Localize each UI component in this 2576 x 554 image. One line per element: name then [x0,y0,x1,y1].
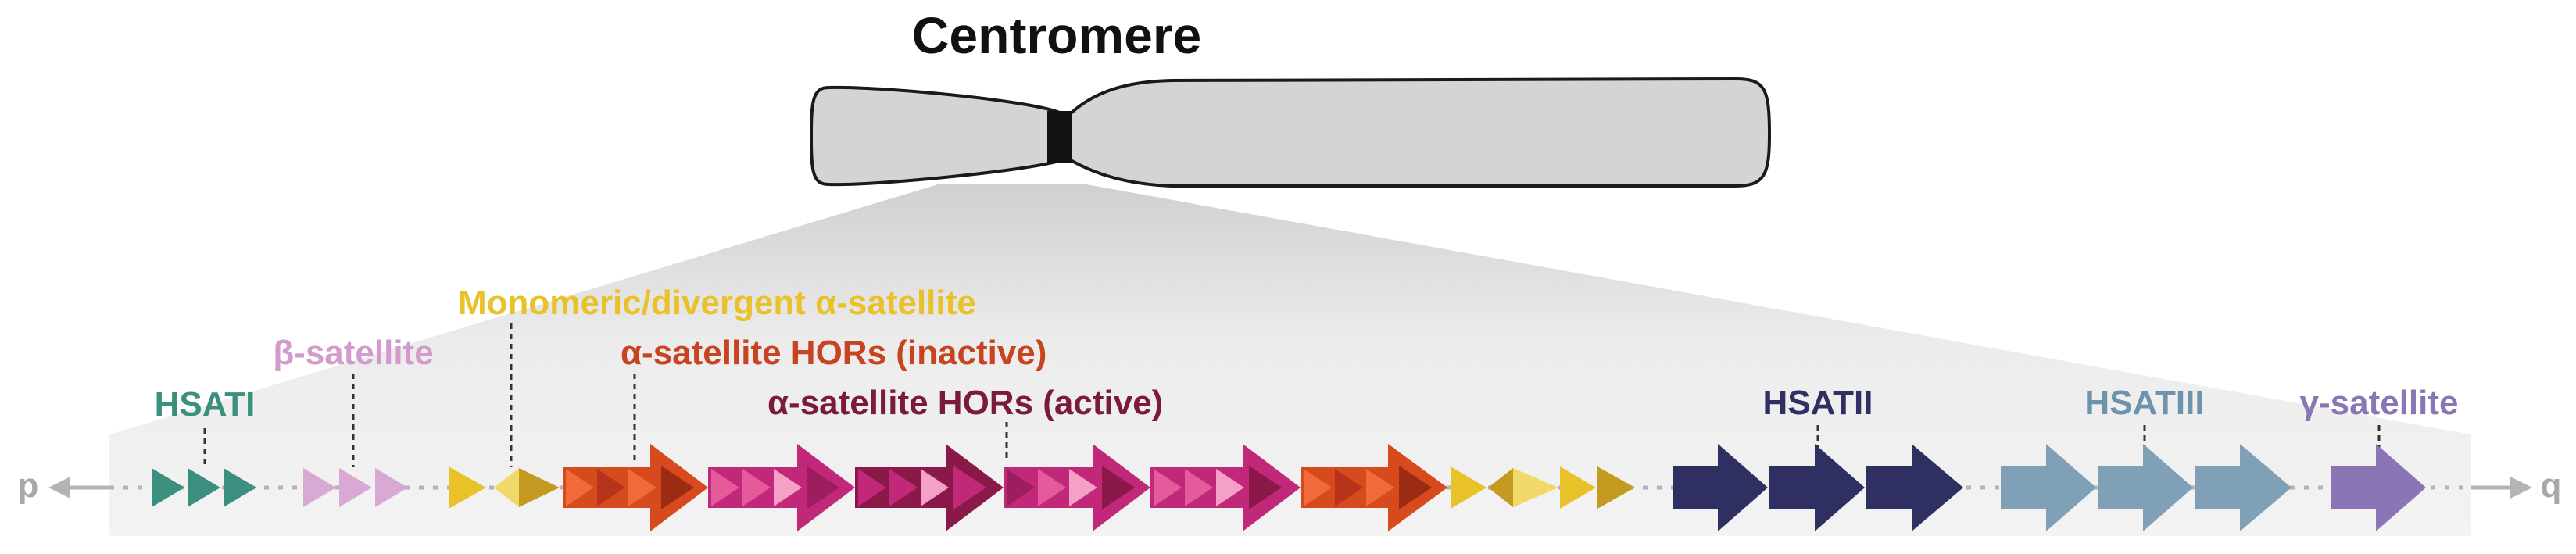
hor-active-block-2 [855,444,1004,531]
hor-active-block-1 [708,444,855,531]
monomeric-alpha-right [1451,466,1635,509]
hsatii-repeats [1673,444,1963,531]
label-beta-satellite: β-satellite [273,334,433,372]
label-alpha-hors-active: α-satellite HORs (active) [767,384,1163,422]
hor-inactive-block-1 [563,444,708,531]
hor-inactive-unit [661,466,694,509]
hsati-arrow [152,468,184,507]
monomeric-arrow [1451,466,1487,509]
beta-satellite-arrow [375,468,408,507]
label-gamma-satellite: γ-satellite [2300,384,2459,422]
hor-active-unit [1249,466,1282,509]
chromosome-q-arm [1069,77,1772,188]
q-arm-label: q [2541,466,2562,505]
beta-satellite-repeats [303,468,408,507]
hor-active-unit [858,469,886,506]
hor-inactive-block-2 [1301,444,1447,531]
chromosome [809,77,1772,188]
hsatii-arrow [1866,444,1963,531]
label-hsati: HSATI [155,385,256,424]
monomeric-arrow [1597,466,1635,509]
hor-active-block-3 [1004,444,1150,531]
gamma-satellite-arrow [2331,444,2426,531]
label-hsatii: HSATII [1763,384,1873,422]
hsatiii-repeats [2001,444,2292,531]
hor-inactive-unit [566,469,594,506]
beta-satellite-arrow [303,468,336,507]
chromosome-p-arm [809,85,1063,187]
chromosome-axis: p q [18,466,2562,505]
zoom-funnel [109,184,2471,536]
monomeric-arrow [1560,466,1596,509]
hsati-arrow [188,468,220,507]
hsatiii-arrow [2098,444,2193,531]
hor-active-unit [742,469,771,506]
page-title: Centromere [912,6,1201,64]
hsati-arrow [224,468,256,507]
label-monomeric-alpha-satellite: Monomeric/divergent α-satellite [458,284,976,322]
hor-active-unit [1185,469,1213,506]
hor-active-unit [1069,469,1097,506]
monomeric-diamond-dark [519,468,560,507]
hor-inactive-unit [1366,469,1394,506]
axis-right-arrowhead [2510,477,2532,499]
centromere-constriction [1047,111,1072,163]
hor-active-unit [1038,469,1066,506]
label-hsatiii: HSATIII [2084,384,2204,422]
hor-inactive-unit [1335,469,1363,506]
hor-active-unit [953,466,986,509]
hor-inactive-unit [628,469,657,506]
monomeric-diamond-light [1513,468,1558,507]
p-arm-label: p [18,466,39,505]
hor-inactive-unit [1304,469,1332,506]
hsatii-arrow [1769,444,1865,531]
hor-inactive-unit [597,469,625,506]
hor-active-block-4 [1150,444,1301,531]
hor-active-unit [1216,469,1244,506]
hsati-repeats [152,468,256,507]
hor-active-unit [921,469,949,506]
hor-active-unit [1102,466,1135,509]
hor-active-unit [774,469,802,506]
hor-inactive-unit [1399,466,1432,509]
monomeric-alpha-left [449,466,560,509]
hor-active-unit [711,469,739,506]
hor-active-unit [1007,469,1035,506]
hor-active-unit [1154,469,1182,506]
beta-satellite-arrow [339,468,372,507]
hsatiii-arrow [2001,444,2096,531]
label-alpha-hors-inactive: α-satellite HORs (inactive) [621,334,1046,372]
gamma-satellite-repeats [2331,444,2426,531]
hor-active-unit [807,466,839,509]
hsatii-arrow [1673,444,1768,531]
hsatiii-arrow [2195,444,2292,531]
hor-active-unit [889,469,918,506]
axis-left-arrowhead [48,477,70,499]
monomeric-arrow [449,466,486,509]
